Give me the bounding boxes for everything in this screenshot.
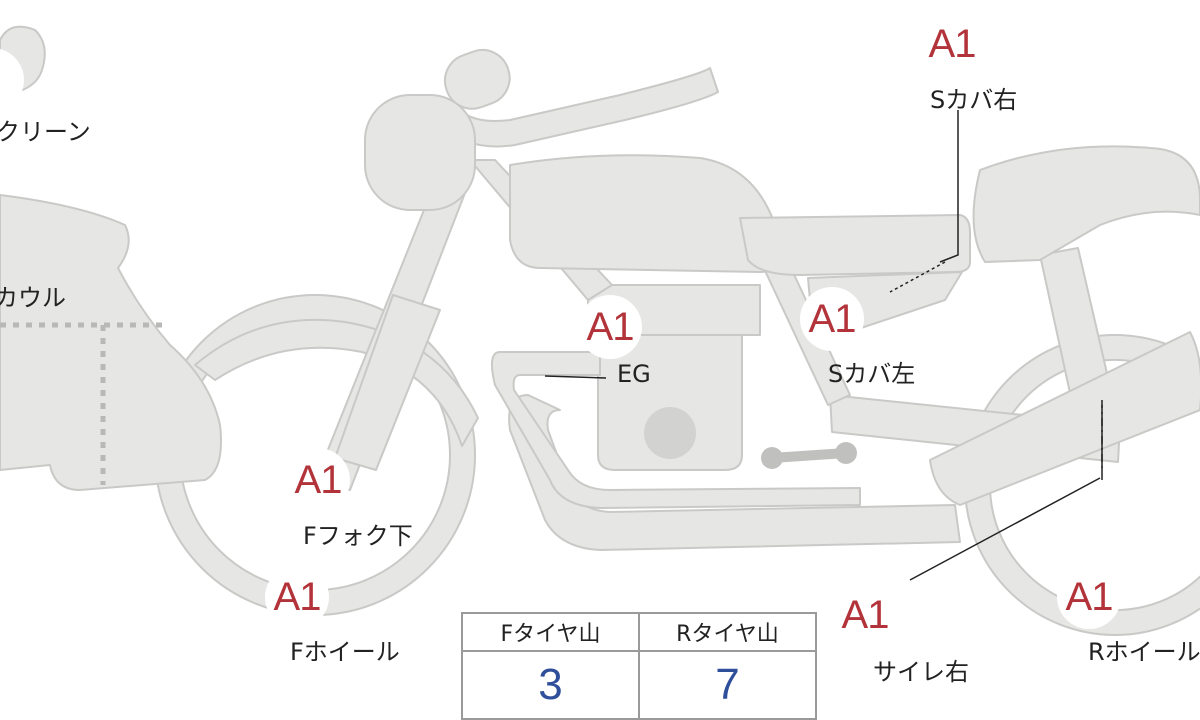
- badge-text: A1: [928, 22, 977, 66]
- headlight-top: [443, 49, 511, 110]
- tire-tread-table: Fタイヤ山 Rタイヤ山 3 7: [461, 612, 817, 720]
- marker-label-f-fork-lower: Fフォク下: [303, 522, 413, 550]
- leader-lines: [544, 110, 1103, 581]
- badge-text: A1: [294, 458, 343, 502]
- front-tire-header: Fタイヤ山: [461, 612, 640, 652]
- cowl-label-partial: カウル: [0, 284, 66, 312]
- tire-table-value-row: 3 7: [461, 650, 817, 720]
- marker-label-silencer-right: サイレ右: [873, 658, 969, 686]
- exhaust-upper: [490, 351, 861, 509]
- rear-fender: [972, 145, 1200, 263]
- front-tire-value[interactable]: 3: [461, 650, 640, 720]
- exhaust-lower: [508, 394, 961, 551]
- badge-text: A1: [273, 575, 322, 619]
- marker-label-f-wheel: Fホイール: [290, 638, 400, 666]
- marker-badge-eg[interactable]: A1: [578, 295, 642, 359]
- tire-table-header-row: Fタイヤ山 Rタイヤ山: [461, 612, 817, 652]
- marker-badge-s-cover-right[interactable]: A1: [920, 12, 984, 76]
- handlebar: [439, 67, 719, 148]
- headlight: [364, 94, 476, 211]
- rear-tire-header: Rタイヤ山: [638, 612, 817, 652]
- marker-badge-r-wheel[interactable]: A1: [1057, 565, 1121, 629]
- engine-cover: [644, 407, 696, 459]
- front-fork-lower: [334, 294, 441, 471]
- marker-badge-silencer-right[interactable]: A1: [833, 583, 897, 647]
- badge-text: A1: [1065, 575, 1114, 619]
- fuel-tank: [509, 154, 783, 273]
- badge-text: A1: [808, 297, 857, 341]
- marker-badge-s-cover-left[interactable]: A1: [800, 287, 864, 351]
- marker-label-s-cover-left: Sカバ左: [828, 360, 916, 388]
- screen-label-partial: クリーン: [0, 118, 91, 146]
- seat: [739, 214, 971, 276]
- brake-pedal: [767, 448, 851, 463]
- marker-label-s-cover-right: Sカバ右: [930, 86, 1018, 114]
- cowl: [0, 194, 222, 491]
- badge-text: A1: [586, 305, 635, 349]
- marker-badge-f-wheel[interactable]: A1: [265, 565, 329, 629]
- engine-block: [597, 334, 743, 471]
- marker-label-eg: EG: [617, 360, 651, 388]
- silencer: [929, 331, 1200, 506]
- marker-badge-f-fork-lower[interactable]: A1: [286, 448, 350, 512]
- marker-label-r-wheel: Rホイール: [1088, 638, 1200, 666]
- badge-text: A1: [841, 593, 890, 637]
- cowl-guide-lines: [0, 322, 165, 485]
- rear-tire-value[interactable]: 7: [638, 650, 817, 720]
